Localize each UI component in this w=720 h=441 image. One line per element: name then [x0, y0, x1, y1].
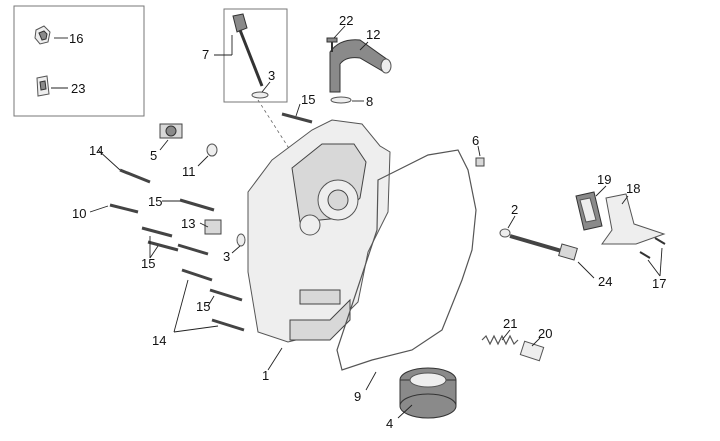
part-3-oring — [236, 233, 246, 247]
label-17: 17 — [652, 276, 666, 291]
label-6: 6 — [472, 133, 479, 148]
part-6-plug — [475, 157, 485, 167]
label-15-left: 15 — [141, 256, 155, 271]
part-1-crankcase-cover — [247, 119, 391, 343]
label-3-dipstick: 3 — [268, 68, 275, 83]
label-15-low: 15 — [196, 299, 210, 314]
label-1: 1 — [262, 368, 269, 383]
part-19-plate — [575, 191, 603, 231]
part-8-oring — [330, 96, 352, 104]
part-9-gasket — [336, 149, 477, 371]
label-18: 18 — [626, 181, 640, 196]
part-16-clip — [34, 25, 51, 45]
label-8: 8 — [366, 94, 373, 109]
part-13-plug — [204, 219, 222, 235]
label-11: 11 — [182, 164, 196, 179]
label-4: 4 — [386, 416, 393, 431]
label-22: 22 — [339, 13, 353, 28]
part-18-bracket — [601, 193, 666, 245]
part-21-spring — [481, 334, 519, 346]
part-22-screw — [326, 37, 338, 52]
label-23: 23 — [71, 81, 85, 96]
label-15-mid: 15 — [148, 194, 162, 209]
part-24-shaft — [509, 234, 578, 261]
label-14-bottom: 14 — [152, 333, 166, 348]
label-10: 10 — [72, 206, 86, 221]
part-23-clip — [36, 75, 50, 97]
label-16: 16 — [69, 31, 83, 46]
label-19: 19 — [597, 172, 611, 187]
label-14-top: 14 — [89, 143, 103, 158]
label-12: 12 — [366, 27, 380, 42]
label-7: 7 — [202, 47, 209, 62]
label-13: 13 — [181, 216, 195, 231]
part-12-hose — [329, 39, 392, 93]
label-20: 20 — [538, 326, 552, 341]
part-20-plug — [519, 340, 545, 362]
label-21: 21 — [503, 316, 517, 331]
label-2: 2 — [511, 202, 518, 217]
label-3-side: 3 — [223, 249, 230, 264]
part-2-washer — [499, 228, 511, 238]
part-17-screws — [639, 237, 666, 259]
label-24: 24 — [598, 274, 612, 289]
part-4-oil-filter — [399, 367, 457, 419]
label-9: 9 — [354, 389, 361, 404]
bolts-group — [109, 112, 313, 332]
label-15-top: 15 — [301, 92, 315, 107]
inset-box — [13, 5, 145, 117]
part-5-fitting — [159, 123, 183, 139]
label-5: 5 — [150, 148, 157, 163]
dipstick-box — [214, 8, 288, 103]
part-11-ring — [206, 143, 218, 157]
